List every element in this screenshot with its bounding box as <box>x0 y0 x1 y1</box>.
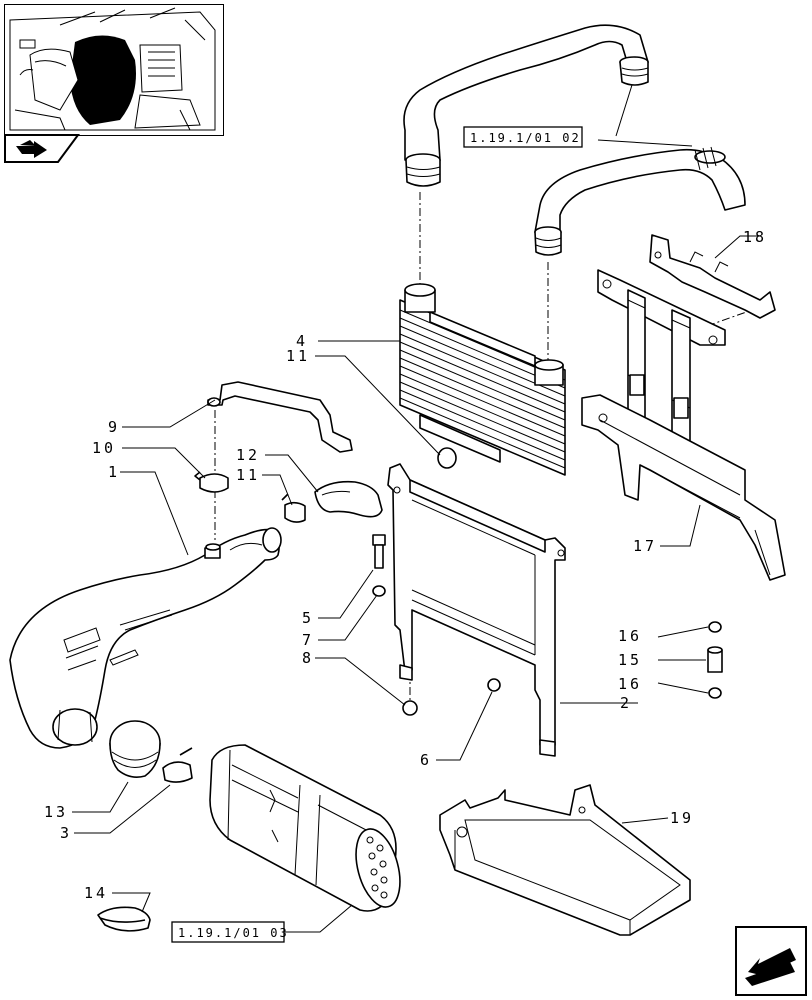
tray-19 <box>439 784 691 936</box>
air-intake-1 <box>9 527 282 749</box>
frame-2 <box>387 463 566 757</box>
ref-label-upper: 1.19.1/01 02 <box>470 131 581 145</box>
callout-13: 13 <box>44 803 68 821</box>
callout-5: 5 <box>302 609 314 627</box>
pipe-9 <box>207 381 353 453</box>
callout-19: 19 <box>670 809 694 827</box>
callout-18: 18 <box>743 228 767 246</box>
frame-17 <box>581 269 786 581</box>
air-filter-end-cap <box>355 828 401 908</box>
bolt-5 <box>372 534 386 569</box>
callout-16-bottom: 16 <box>618 675 642 693</box>
ref-label-lower: 1.19.1/01 03 <box>178 926 289 940</box>
ref-box-upper[interactable]: 1.19.1/01 02 <box>463 126 583 148</box>
air-filter <box>209 744 401 912</box>
callout-4: 4 <box>296 332 308 350</box>
next-page-arrow-icon[interactable] <box>735 926 807 996</box>
callout-6: 6 <box>420 751 432 769</box>
spacer-15 <box>707 646 723 673</box>
callout-15: 15 <box>618 651 642 669</box>
upper-hose-assembly <box>403 24 746 256</box>
callout-3: 3 <box>60 824 72 842</box>
callout-17: 17 <box>633 537 657 555</box>
callout-7: 7 <box>302 631 314 649</box>
nut-8 <box>402 700 418 716</box>
callout-11-bottom: 11 <box>236 466 260 484</box>
callout-2: 2 <box>620 694 632 712</box>
nut-16-top <box>708 621 722 633</box>
callout-14: 14 <box>84 884 108 902</box>
callout-11-top: 11 <box>286 347 310 365</box>
washer-7 <box>372 585 386 597</box>
callout-10: 10 <box>92 439 116 457</box>
nut-16-bottom <box>708 687 722 699</box>
spacer-6 <box>487 678 501 692</box>
clamp-3 <box>162 747 193 783</box>
clamp-10 <box>194 471 229 493</box>
callout-12: 12 <box>236 446 260 464</box>
clamp-14 <box>97 906 151 932</box>
prev-page-arrow-icon[interactable] <box>4 134 80 163</box>
intercooler <box>399 283 566 476</box>
tractor-engine-thumbnail[interactable] <box>4 4 224 136</box>
callout-16-top: 16 <box>618 627 642 645</box>
boot-13 <box>109 720 161 778</box>
clamp-11-lower <box>281 493 306 523</box>
bracket-18 <box>649 234 776 319</box>
hose-12 <box>314 480 383 518</box>
callout-8: 8 <box>302 649 314 667</box>
callout-9: 9 <box>108 418 120 436</box>
ref-box-lower[interactable]: 1.19.1/01 03 <box>171 921 289 943</box>
callout-1: 1 <box>108 463 120 481</box>
clamp-11-upper <box>437 447 457 469</box>
